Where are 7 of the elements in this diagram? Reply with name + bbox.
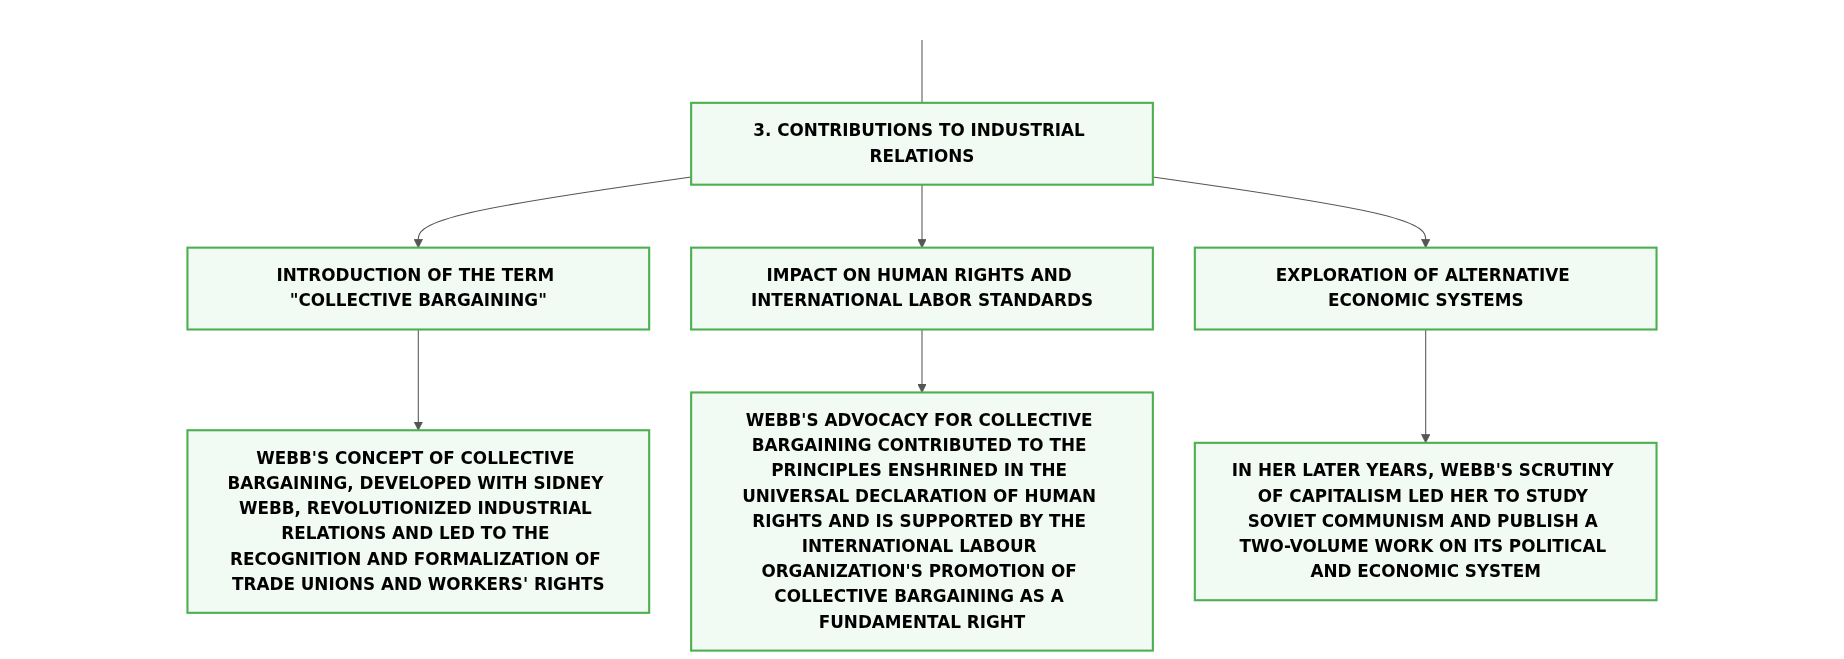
node-box: EXPLORATION OF ALTERNATIVE ECONOMIC SYSTEMS — [1193, 246, 1658, 331]
node-box: INTRODUCTION OF THE TERM "COLLECTIVE BARGAINING" — [186, 246, 651, 331]
node-box: 3. CONTRIBUTIONS TO INDUSTRIAL RELATIONS — [690, 101, 1154, 186]
node-box: IMPACT ON HUMAN RIGHTS AND INTERNATIONAL LABOR STANDARDS — [690, 246, 1154, 331]
node-box: WEBB'S ADVOCACY FOR COLLECTIVE BARGAINING CONTRIBUTED TO THE PRINCIPLES ENSHRINED IN THE UNIVERSAL DECLARATION OF HUMAN RIGHTS AND IS SUPPORTED BY THE INTERNATIONAL LABOUR ORGANIZATION'S PROMOTION OF COLLECTIVE BARGAINING AS A FUNDAMENTAL RIGHT — [690, 391, 1154, 652]
node-box: WEBB'S CONCEPT OF COLLECTIVE BARGAINING, DEVELOPED WITH SIDNEY WEBB, REVOLUTIONIZED INDUSTRIAL RELATIONS AND LED TO THE RECOGNITION AND FORMALIZATION OF TRADE UNIONS AND WORKERS' RIGHTS — [186, 429, 651, 614]
node-box: IN HER LATER YEARS, WEBB'S SCRUTINY OF CAPITALISM LED HER TO STUDY SOVIET COMMUNISM AND PUBLISH A TWO-VOLUME WORK ON ITS POLITICAL AND ECONOMIC SYSTEM — [1193, 441, 1658, 602]
